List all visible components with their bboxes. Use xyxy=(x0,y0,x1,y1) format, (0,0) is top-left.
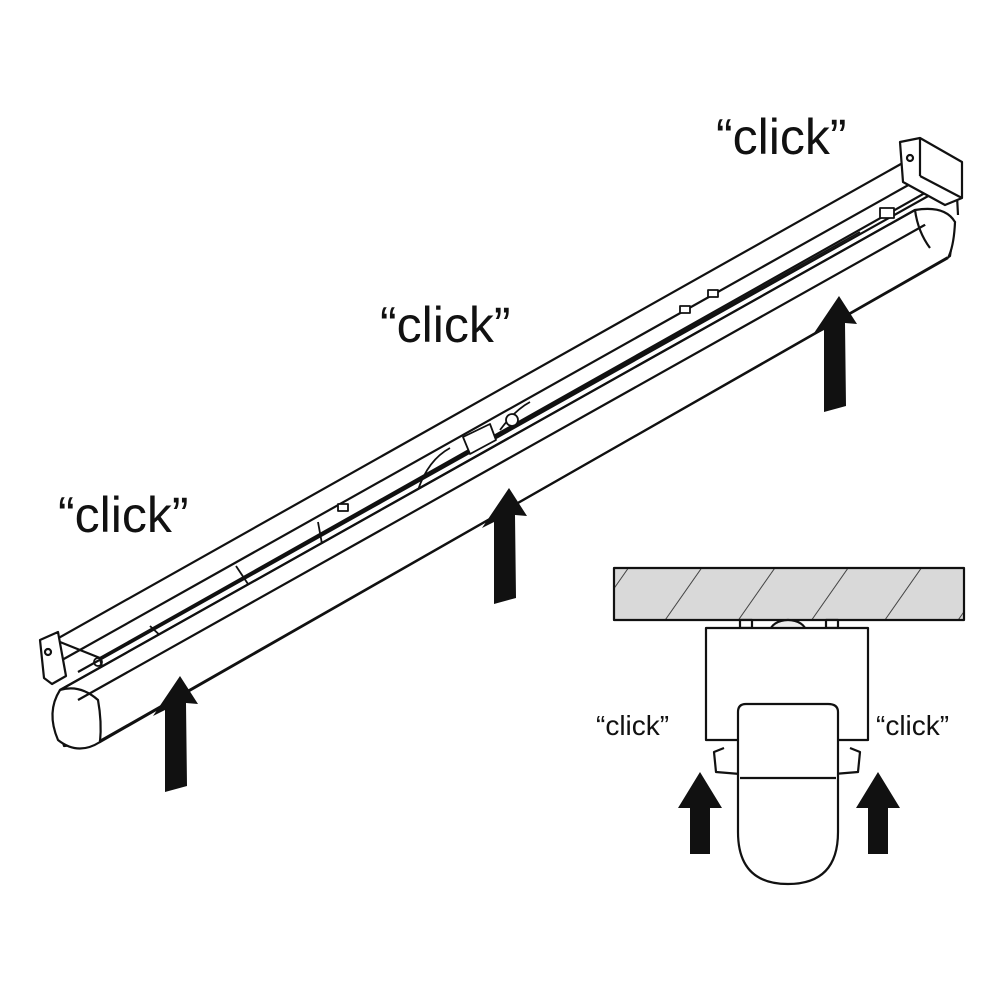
channel-end-cap-right xyxy=(898,136,964,207)
diffuser-lens xyxy=(51,207,957,750)
arrow-up-icon xyxy=(678,772,722,854)
detail-click-label-right: “click” xyxy=(876,710,950,741)
channel-end-cap-left xyxy=(38,630,68,686)
clip-left xyxy=(712,746,741,776)
ceiling xyxy=(612,566,966,622)
lens-profile xyxy=(736,702,840,886)
arrow-up-icon xyxy=(153,676,198,792)
clip-right xyxy=(833,746,862,776)
fixture-assembly xyxy=(38,136,964,750)
arrow-up-icon xyxy=(856,772,900,854)
cross-section-detail xyxy=(612,566,966,886)
arrow-up-icon xyxy=(812,296,857,412)
click-label-top: “click” xyxy=(716,109,847,165)
click-label-middle: “click” xyxy=(380,297,511,353)
detail-click-label-left: “click” xyxy=(596,710,670,741)
click-label-left: “click” xyxy=(58,487,189,543)
arrow-up-icon xyxy=(482,488,527,604)
